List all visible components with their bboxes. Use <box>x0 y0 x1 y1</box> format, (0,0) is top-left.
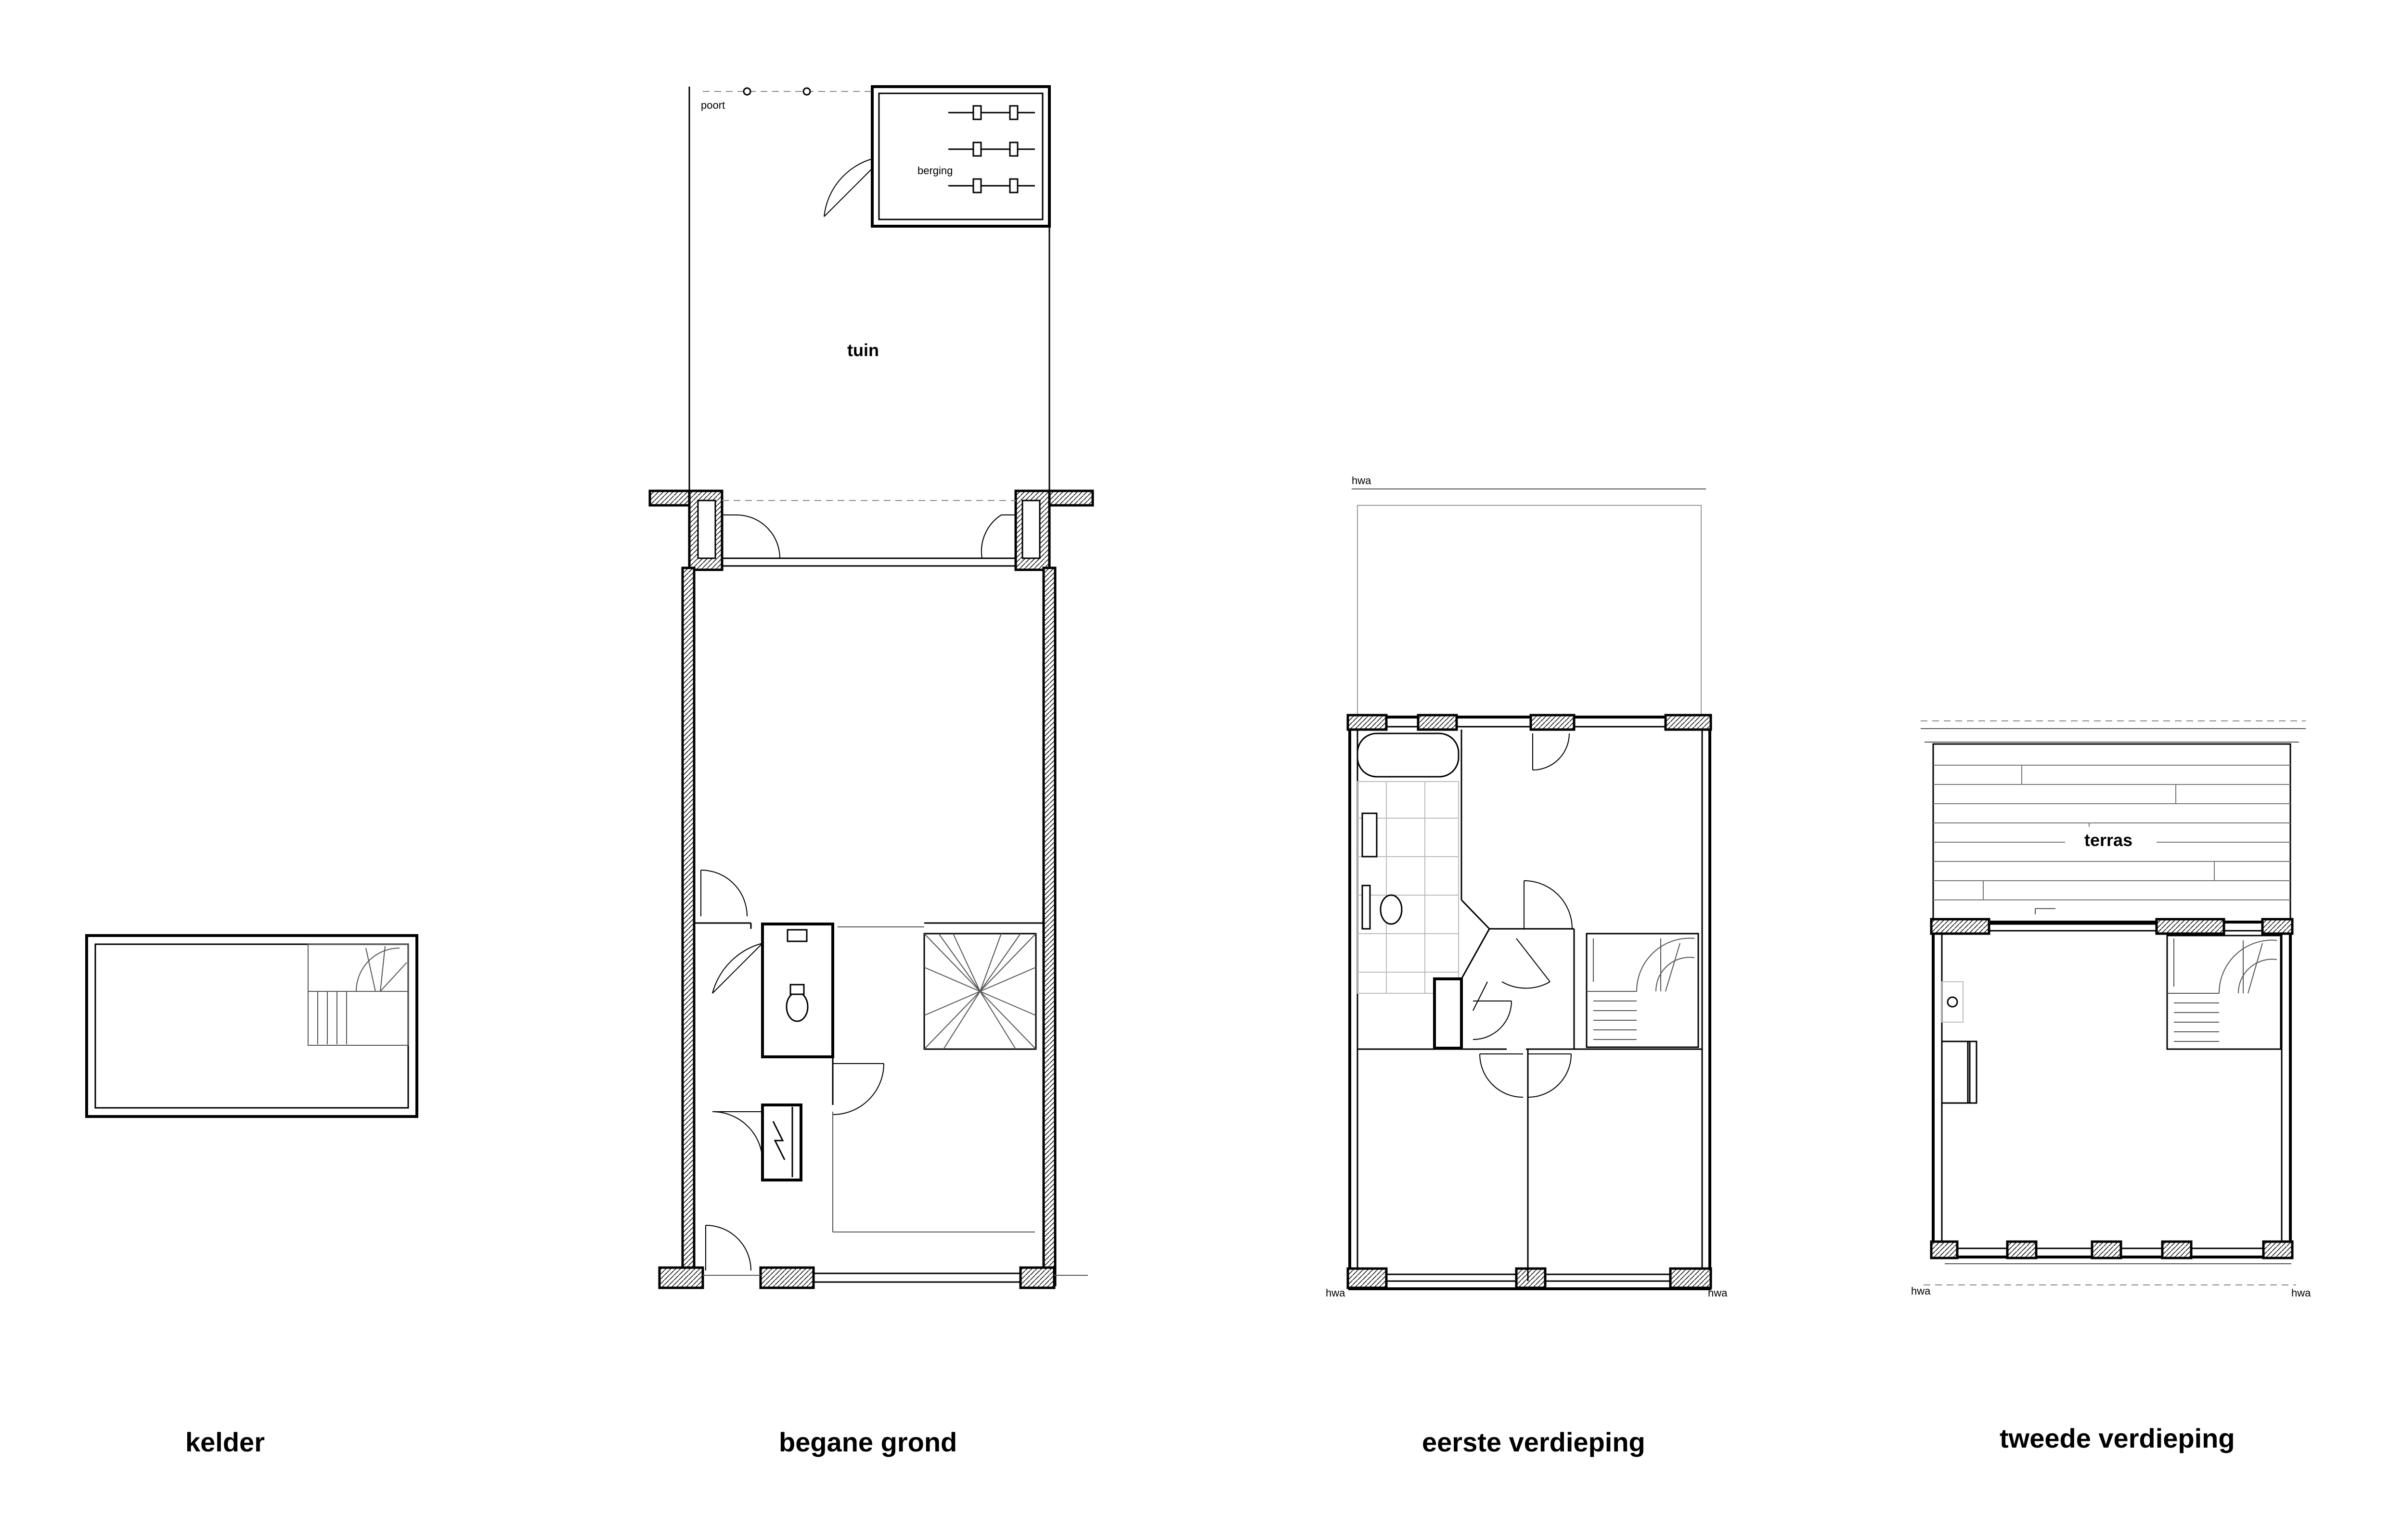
eerste-front-facade <box>1346 1267 1712 1289</box>
terrace-deck: terras <box>1932 743 2291 923</box>
label-berging: berging <box>917 165 953 177</box>
interior-core <box>694 870 1044 1232</box>
plan-tweede-verdieping: terras hwa hwa <box>1911 720 2311 1299</box>
tweede-rear-facade <box>1930 908 2294 935</box>
eerste-staircase <box>1586 933 1699 1048</box>
label-tuin: tuin <box>847 340 879 360</box>
plan-title-begane-grond: begane grond <box>779 1427 957 1457</box>
roof-outline <box>1357 505 1702 718</box>
kelder-outer-wall <box>85 934 418 1118</box>
label-hwa-left: hwa <box>1326 1287 1345 1299</box>
plan-eerste-verdieping: hwa hwa hwa <box>1326 475 1728 1299</box>
shed-berging: berging <box>824 85 1051 228</box>
kitchenette <box>1941 981 1977 1104</box>
label-terras: terras <box>2084 830 2132 850</box>
plan-kelder <box>85 934 418 1118</box>
plan-begane-grond: poort berging tuin <box>648 85 1094 1289</box>
bathroom <box>1357 730 1490 1050</box>
kelder-staircase <box>308 944 409 1046</box>
tweede-staircase <box>2166 935 2282 1050</box>
landing <box>1444 733 1702 1281</box>
label-hwa-tweede-right: hwa <box>2291 1287 2311 1299</box>
eerste-rear-facade <box>1346 714 1712 731</box>
plan-title-eerste-verdieping: eerste verdieping <box>1422 1427 1645 1457</box>
plan-title-kelder: kelder <box>185 1427 265 1457</box>
rear-facade <box>648 489 1094 571</box>
label-hwa-right: hwa <box>1708 1287 1728 1299</box>
left-party-wall <box>681 566 696 1286</box>
bicycle-icons <box>948 105 1035 193</box>
right-party-wall <box>1042 566 1057 1286</box>
front-facade <box>658 1225 1088 1289</box>
label-hwa-top: hwa <box>1352 475 1371 487</box>
garden-area: poort <box>688 87 1050 491</box>
tweede-outer-wall <box>1932 921 2292 1258</box>
label-hwa-tweede-left: hwa <box>1911 1285 1931 1297</box>
tweede-front-facade: hwa hwa <box>1911 1240 2311 1299</box>
begane-grond-staircase <box>923 933 1037 1050</box>
label-poort: poort <box>701 99 725 111</box>
eerste-outer-wall <box>1348 716 1711 1290</box>
plan-title-tweede-verdieping: tweede verdieping <box>2000 1423 2235 1453</box>
